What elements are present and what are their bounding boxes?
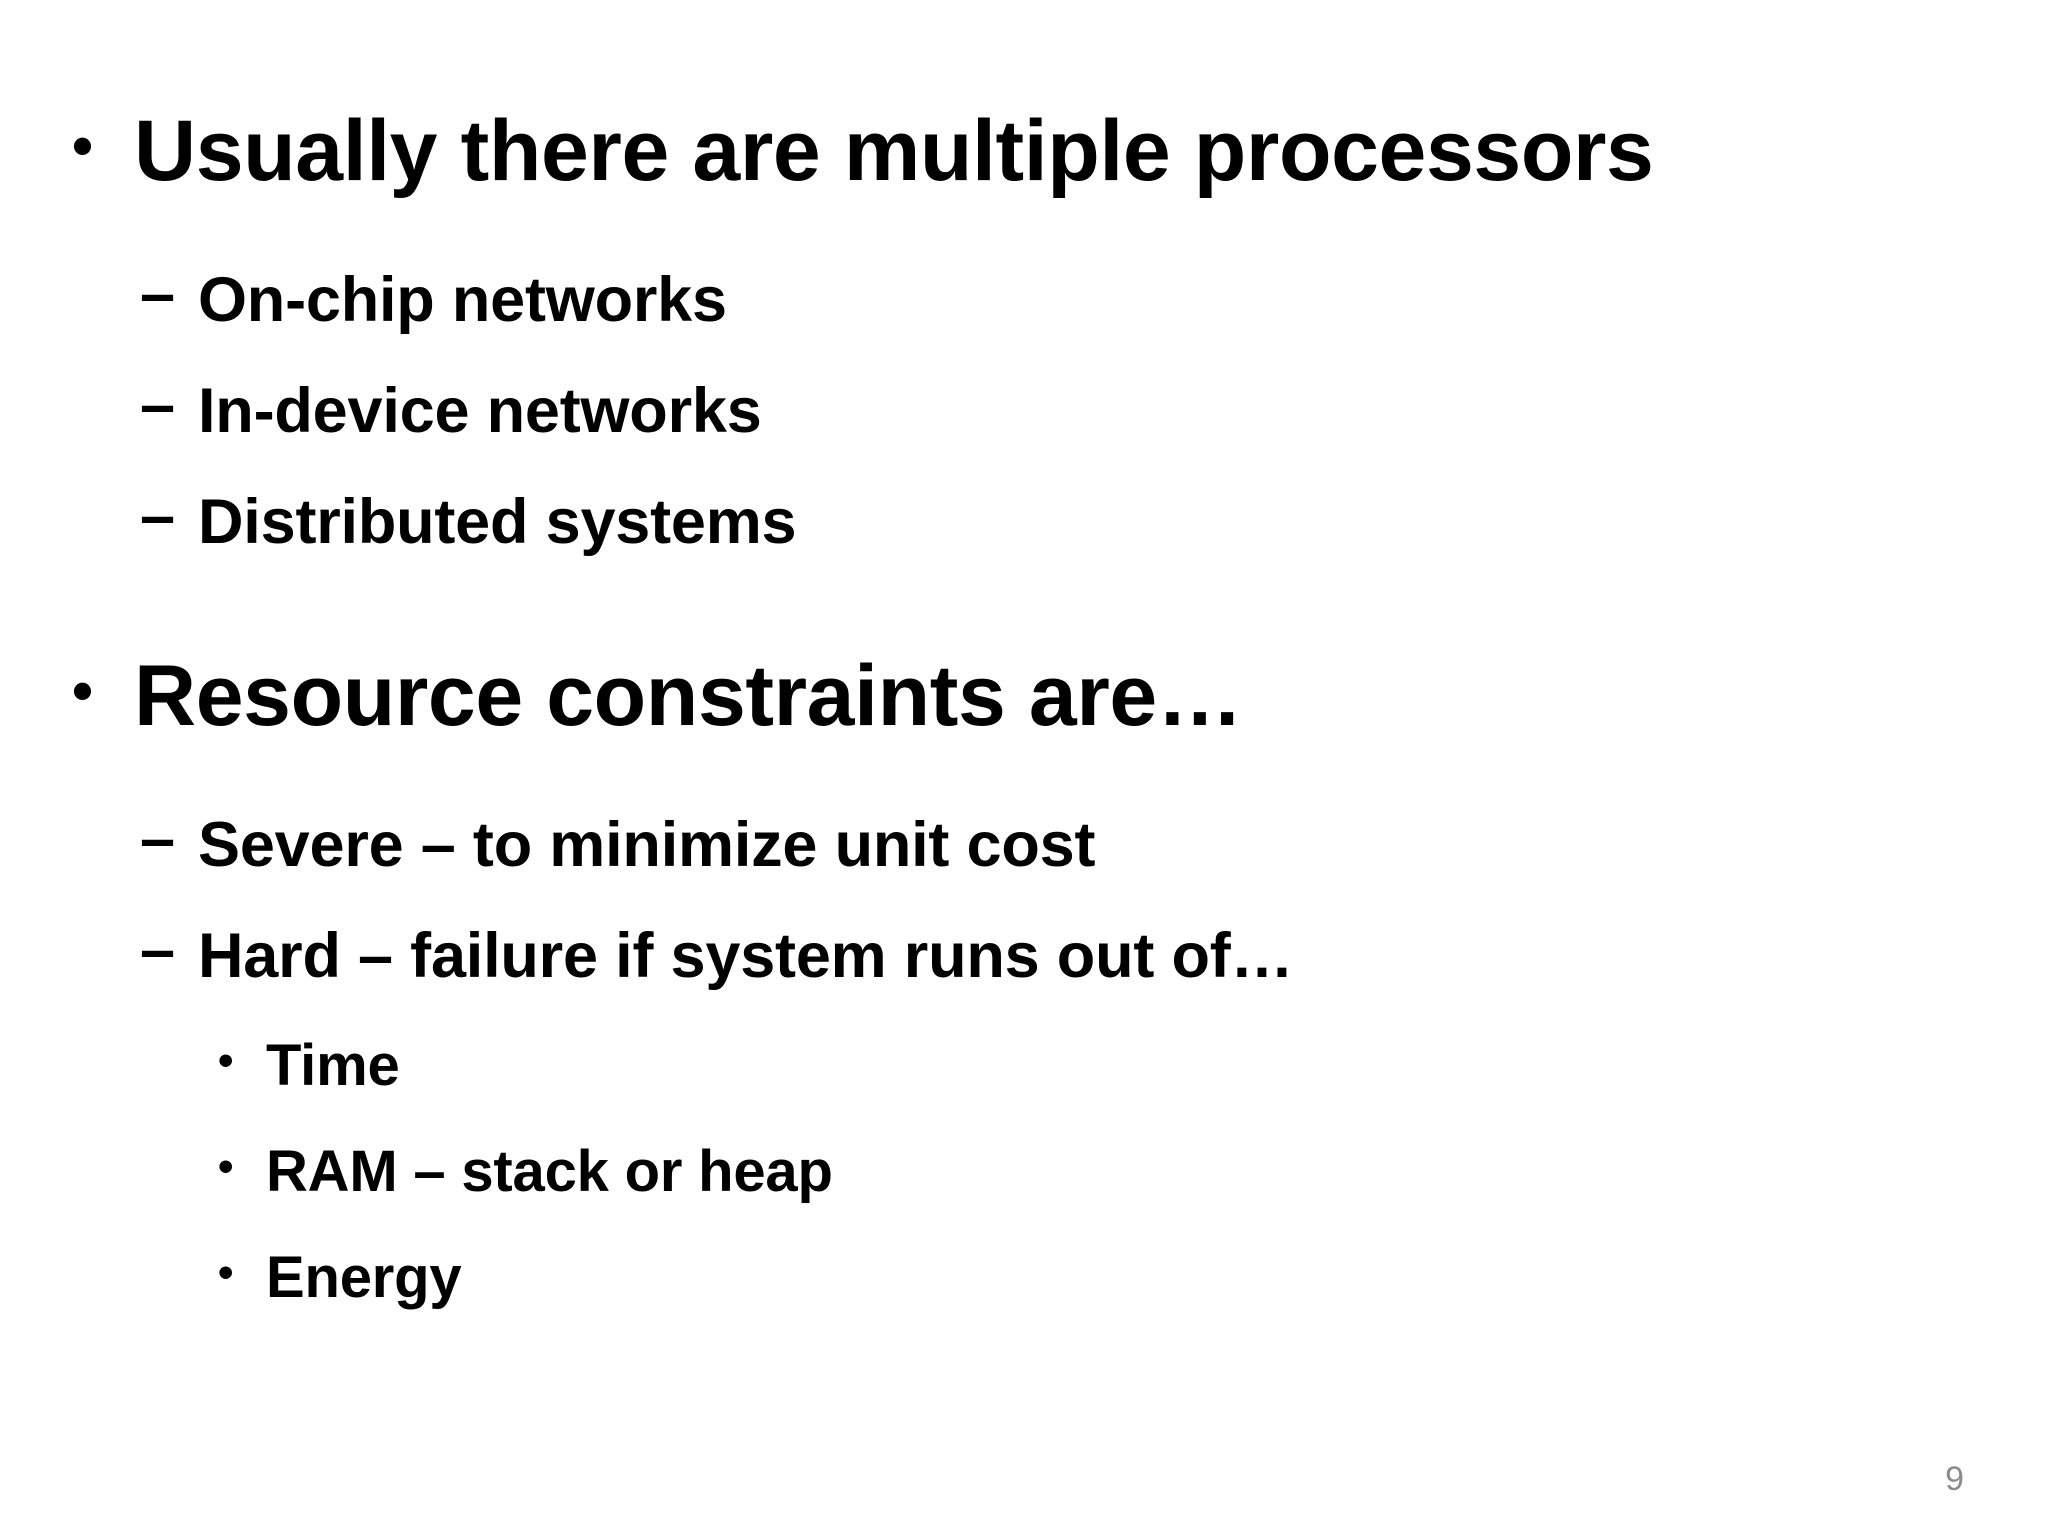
page-number: 9 xyxy=(1945,1460,1964,1498)
bullet-marker-dash-icon: – xyxy=(140,481,176,551)
bullet-level2-severe-to-minimize-unit-cost: – Severe – to minimize unit cost xyxy=(0,797,2048,900)
bullet-text: Severe – to minimize unit cost xyxy=(198,810,1096,880)
bullet-text: Energy xyxy=(266,1245,462,1310)
bullet-text: Resource constraints are… xyxy=(134,648,1243,744)
bullet-marker-dot-icon: • xyxy=(72,657,94,724)
bullet-level2-in-device-networks: – In-device networks xyxy=(0,363,2048,466)
bullet-marker-dash-icon: – xyxy=(140,915,176,985)
spacer xyxy=(0,767,2048,797)
bullet-marker-dash-icon: – xyxy=(140,804,176,874)
bullet-marker-dash-icon: – xyxy=(140,370,176,440)
bullet-marker-dot-icon: • xyxy=(72,112,94,179)
bullet-marker-dot-icon: • xyxy=(218,1036,234,1085)
bullet-text: RAM – stack or heap xyxy=(266,1139,833,1204)
spacer xyxy=(0,585,2048,641)
bullet-level3-time: • Time xyxy=(0,1019,2048,1119)
bullet-text: Usually there are multiple processors xyxy=(134,103,1654,199)
bullet-marker-dot-icon: • xyxy=(218,1142,234,1191)
bullet-text: On-chip networks xyxy=(198,265,727,335)
bullet-level2-hard-failure-if-system-runs-out-of: – Hard – failure if system runs out of… xyxy=(0,908,2048,1011)
bullet-marker-dash-icon: – xyxy=(140,259,176,329)
bullet-text: Time xyxy=(266,1033,400,1098)
bullet-level3-ram-stack-or-heap: • RAM – stack or heap xyxy=(0,1125,2048,1225)
bullet-level1-usually-there-are-multiple-processors: • Usually there are multiple processors xyxy=(0,96,2048,214)
bullet-marker-dot-icon: • xyxy=(218,1248,234,1297)
bullet-text: Distributed systems xyxy=(198,487,797,557)
bullet-level1-resource-constraints-are: • Resource constraints are… xyxy=(0,641,2048,759)
bullet-level2-distributed-systems: – Distributed systems xyxy=(0,474,2048,577)
bullet-text: Hard – failure if system runs out of… xyxy=(198,921,1294,991)
slide-body-content: • Usually there are multiple processors … xyxy=(0,96,2048,1337)
bullet-text: In-device networks xyxy=(198,376,762,446)
bullet-level2-on-chip-networks: – On-chip networks xyxy=(0,252,2048,355)
spacer xyxy=(0,222,2048,252)
bullet-level3-energy: • Energy xyxy=(0,1231,2048,1331)
